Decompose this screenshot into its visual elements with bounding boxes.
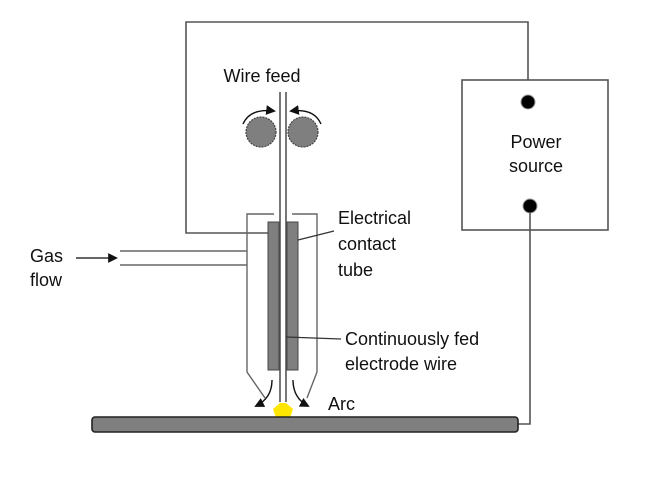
nozzle-right-wall <box>292 213 318 399</box>
electrode-leader <box>285 336 342 340</box>
feed-roller-right <box>287 116 319 148</box>
gas-flow-label-1: Gas <box>30 246 63 266</box>
roller-rotation-arrow-left <box>242 105 276 125</box>
contact-tube-right <box>286 221 299 371</box>
arc-label: Arc <box>328 394 355 414</box>
arc-glow <box>273 403 293 418</box>
shielding-gas-arrow-right <box>292 379 310 407</box>
power-source-label-2: source <box>509 156 563 176</box>
electrode-label-2: electrode wire <box>345 354 457 374</box>
wire-feed-label: Wire feed <box>223 66 300 86</box>
contact-tube-label-3: tube <box>338 260 373 280</box>
contact-tube-leader <box>297 230 335 241</box>
workpiece <box>91 416 519 433</box>
electrode-label-1: Continuously fed <box>345 329 479 349</box>
negative-terminal <box>522 198 538 214</box>
positive-terminal <box>520 94 536 110</box>
feed-roller-left <box>245 116 277 148</box>
gas-flow-label-2: flow <box>30 270 63 290</box>
power-source-box <box>461 79 609 231</box>
circuit-wire-top <box>185 21 529 234</box>
power-source-label-1: Power <box>510 132 561 152</box>
contact-tube-label-2: contact <box>338 234 396 254</box>
contact-tube-label-1: Electrical <box>338 208 411 228</box>
shielding-gas-arrow-left <box>254 379 273 407</box>
circuit-wire-return <box>518 213 531 425</box>
contact-tube-left <box>267 221 280 371</box>
roller-rotation-arrow-right <box>289 105 322 125</box>
nozzle-left-wall <box>246 213 274 399</box>
